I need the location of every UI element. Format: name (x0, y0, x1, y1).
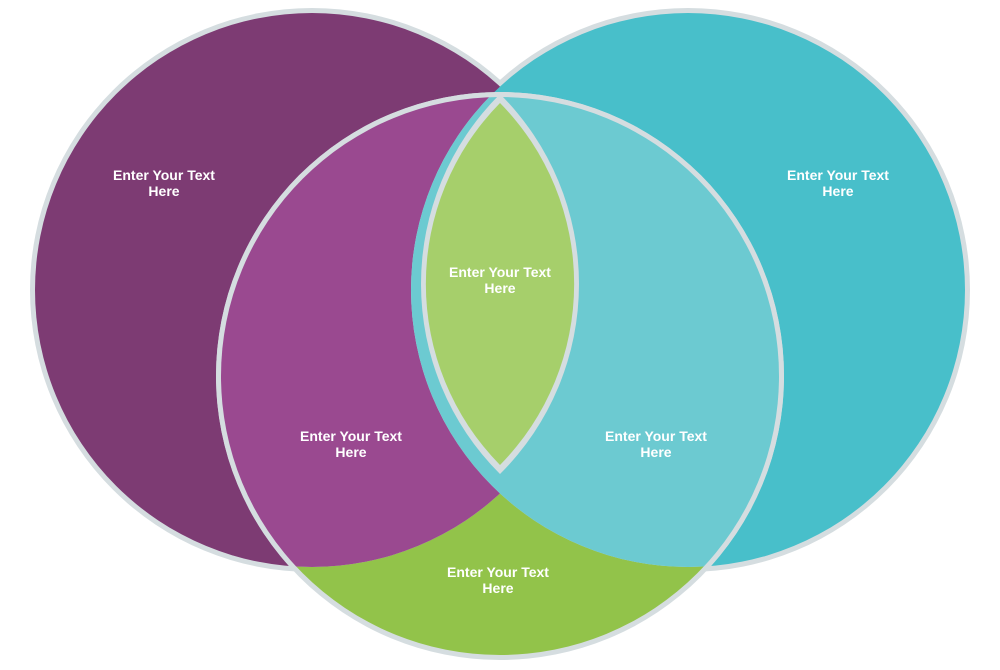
left-circle-label[interactable]: Enter Your Text Here (113, 167, 215, 199)
right-circle-label[interactable]: Enter Your Text Here (787, 167, 889, 199)
center-lens-label[interactable]: Enter Your Text Here (449, 264, 551, 296)
right-overlap-label[interactable]: Enter Your Text Here (605, 428, 707, 460)
center-lens (425, 103, 575, 465)
left-overlap-label[interactable]: Enter Your Text Here (300, 428, 402, 460)
bottom-segment-label[interactable]: Enter Your Text Here (447, 564, 549, 596)
